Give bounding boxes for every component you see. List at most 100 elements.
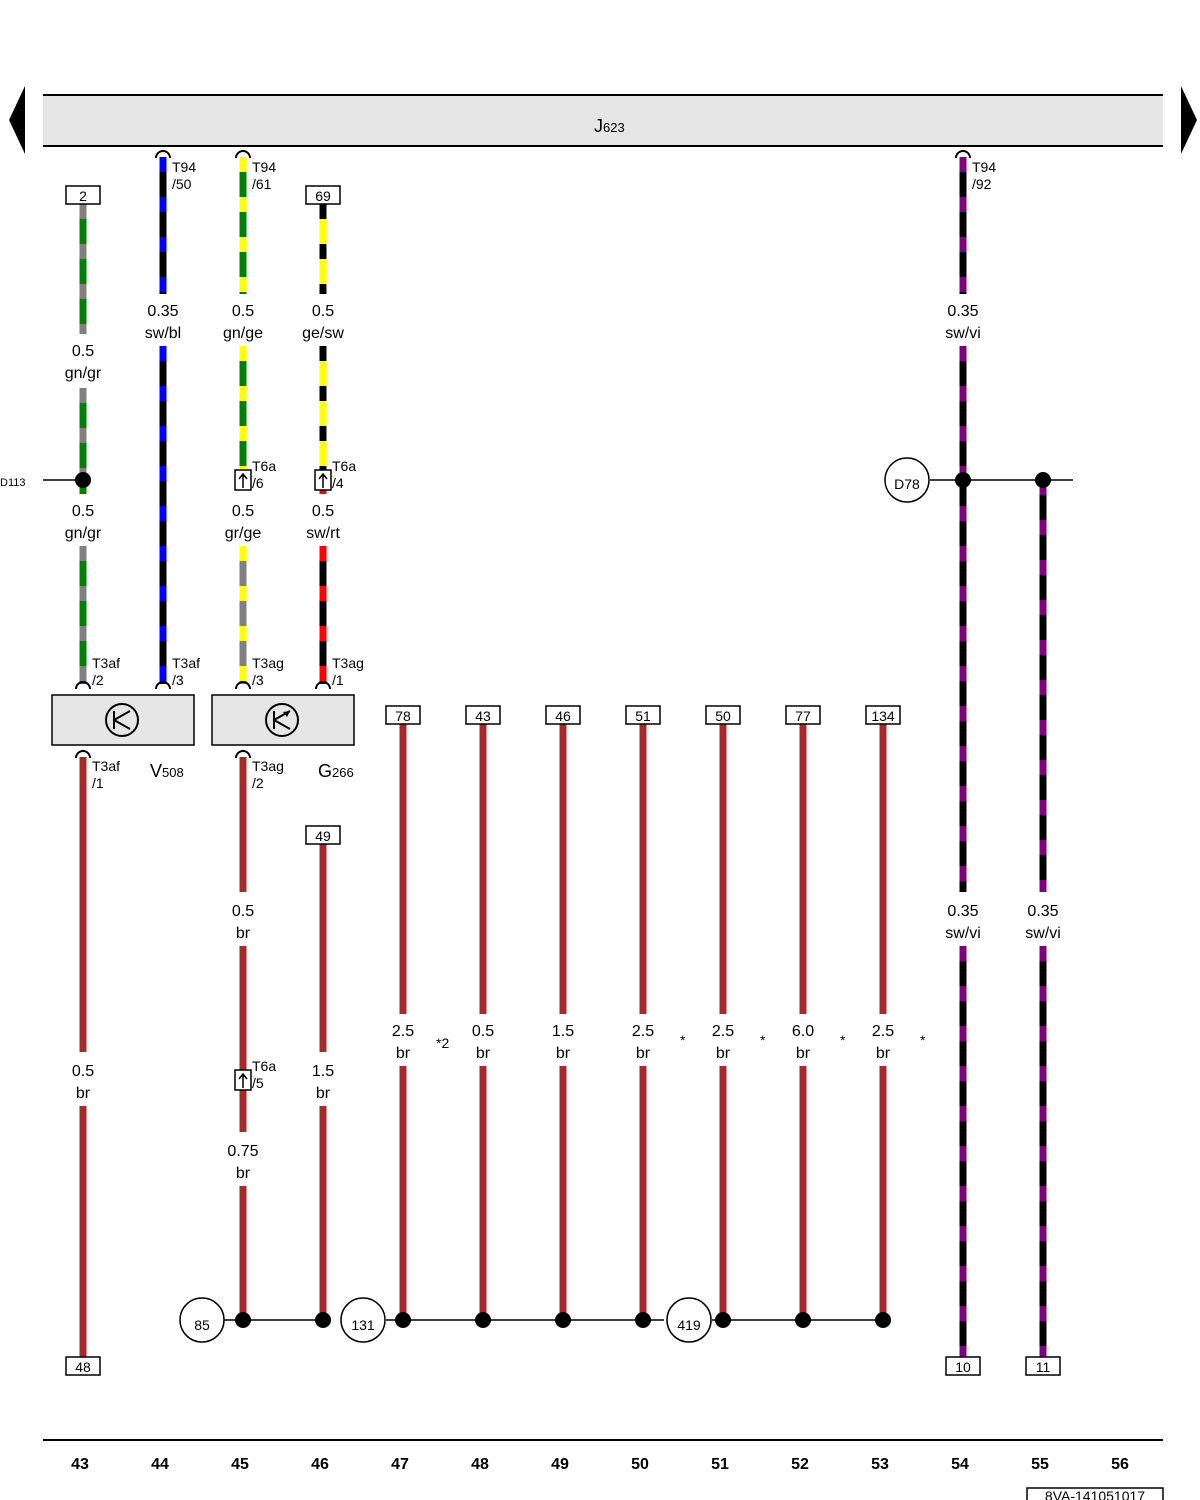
svg-text:77: 77 bbox=[795, 708, 811, 724]
pin-label-t6a-6: T6a/6 bbox=[252, 458, 276, 491]
g266-label: G266 bbox=[318, 761, 354, 781]
pin-label-t94-92: T94/92 bbox=[972, 159, 996, 192]
svg-text:51: 51 bbox=[635, 708, 651, 724]
junction-dot bbox=[875, 1312, 891, 1328]
component-v508[interactable]: V508 bbox=[51, 694, 195, 781]
svg-text:85: 85 bbox=[194, 1317, 210, 1333]
junction-dot bbox=[1035, 472, 1051, 488]
v508-box bbox=[51, 694, 195, 746]
pin-contact-icon bbox=[235, 681, 251, 690]
control-unit-j623[interactable]: J623 bbox=[43, 94, 1163, 147]
svg-text:78: 78 bbox=[395, 708, 411, 724]
track-number-55: 55 bbox=[1031, 1456, 1049, 1473]
ground-point-131[interactable]: 131 bbox=[340, 1297, 386, 1343]
ref-box[interactable]: 51 bbox=[625, 705, 661, 725]
track-number-54: 54 bbox=[951, 1456, 969, 1473]
pin-label-t94-50: T94/50 bbox=[172, 159, 196, 192]
pin-label-t3af-3: T3af/3 bbox=[172, 655, 200, 688]
pin-contact-icon bbox=[315, 681, 331, 690]
ref-box[interactable]: 49 bbox=[305, 825, 341, 845]
pin-label-t3ag-2: T3ag/2 bbox=[252, 758, 284, 791]
note-d113: D113 bbox=[0, 477, 25, 489]
pin-labels: T94/50 T94/61 T94/92 T6a/6 T6a/4 T3af/2 … bbox=[92, 159, 996, 1091]
svg-text:43: 43 bbox=[475, 708, 491, 724]
junction-dots bbox=[75, 472, 1051, 1328]
svg-text:134: 134 bbox=[871, 708, 895, 724]
sensor-icon bbox=[265, 703, 299, 737]
control-unit-box bbox=[43, 95, 1163, 146]
pin-contact-icon bbox=[155, 681, 171, 690]
pin-label-t3ag-3: T3ag/3 bbox=[252, 655, 284, 688]
ref-box[interactable]: 50 bbox=[705, 705, 741, 725]
svg-text:48: 48 bbox=[75, 1359, 91, 1375]
note-50: * bbox=[680, 1032, 686, 1048]
ground-point-85[interactable]: 85 bbox=[179, 1297, 225, 1343]
pin-contact-icon bbox=[235, 150, 251, 159]
svg-text:49: 49 bbox=[315, 828, 331, 844]
ref-box[interactable]: 2 bbox=[65, 185, 101, 205]
component-g266[interactable]: G266 bbox=[211, 694, 355, 781]
page-next-arrow-icon[interactable] bbox=[1181, 86, 1197, 154]
connector-t6a bbox=[234, 469, 332, 1091]
svg-text:50: 50 bbox=[715, 708, 731, 724]
ref-box[interactable]: 134 bbox=[865, 705, 901, 725]
junction-dot bbox=[475, 1312, 491, 1328]
track-number-48: 48 bbox=[471, 1456, 489, 1473]
junction-dot bbox=[715, 1312, 731, 1328]
ref-box[interactable]: 10 bbox=[945, 1356, 981, 1376]
svg-text:10: 10 bbox=[955, 1359, 971, 1375]
track-number-53: 53 bbox=[871, 1456, 889, 1473]
ref-box[interactable]: 77 bbox=[785, 705, 821, 725]
pin-label-t94-61: T94/61 bbox=[252, 159, 276, 192]
svg-text:131: 131 bbox=[351, 1317, 375, 1333]
pin-label-t3af-1: T3af/1 bbox=[92, 758, 120, 791]
v508-label: V508 bbox=[150, 761, 184, 781]
track-number-56: 56 bbox=[1111, 1456, 1129, 1473]
svg-text:46: 46 bbox=[555, 708, 571, 724]
wires-layer bbox=[79, 157, 1047, 1358]
track-number-50: 50 bbox=[631, 1456, 649, 1473]
pin-label-t3ag-1: T3ag/1 bbox=[332, 655, 364, 688]
reference-boxes: 2 69 78 43 46 51 50 77 134 49 48 10 11 bbox=[65, 185, 1061, 1376]
ref-box[interactable]: 11 bbox=[1025, 1356, 1061, 1376]
ref-box[interactable]: 48 bbox=[65, 1356, 101, 1376]
control-unit-label: J623 bbox=[594, 116, 625, 136]
svg-text:2: 2 bbox=[79, 188, 87, 204]
connector-arrows bbox=[238, 472, 328, 1088]
pin-contact-icon bbox=[75, 750, 91, 759]
junction-dot bbox=[635, 1312, 651, 1328]
page-prev-arrow-icon[interactable] bbox=[9, 86, 25, 154]
svg-text:419: 419 bbox=[677, 1317, 701, 1333]
track-number-43: 43 bbox=[71, 1456, 89, 1473]
ref-box[interactable]: 78 bbox=[385, 705, 421, 725]
note-53: * bbox=[920, 1032, 926, 1048]
ref-box[interactable]: 69 bbox=[305, 185, 341, 205]
pin-contact-icon bbox=[955, 150, 971, 159]
svg-text:69: 69 bbox=[315, 188, 331, 204]
track-number-52: 52 bbox=[791, 1456, 809, 1473]
note-52: * bbox=[840, 1032, 846, 1048]
junction-dot bbox=[75, 472, 91, 488]
ref-box[interactable]: 46 bbox=[545, 705, 581, 725]
ground-point-419[interactable]: 419 bbox=[666, 1297, 712, 1343]
connection-point-d78[interactable]: D78 bbox=[884, 457, 930, 503]
ref-box[interactable]: 43 bbox=[465, 705, 501, 725]
track-number-46: 46 bbox=[311, 1456, 329, 1473]
pin-contact-icon bbox=[155, 150, 171, 159]
